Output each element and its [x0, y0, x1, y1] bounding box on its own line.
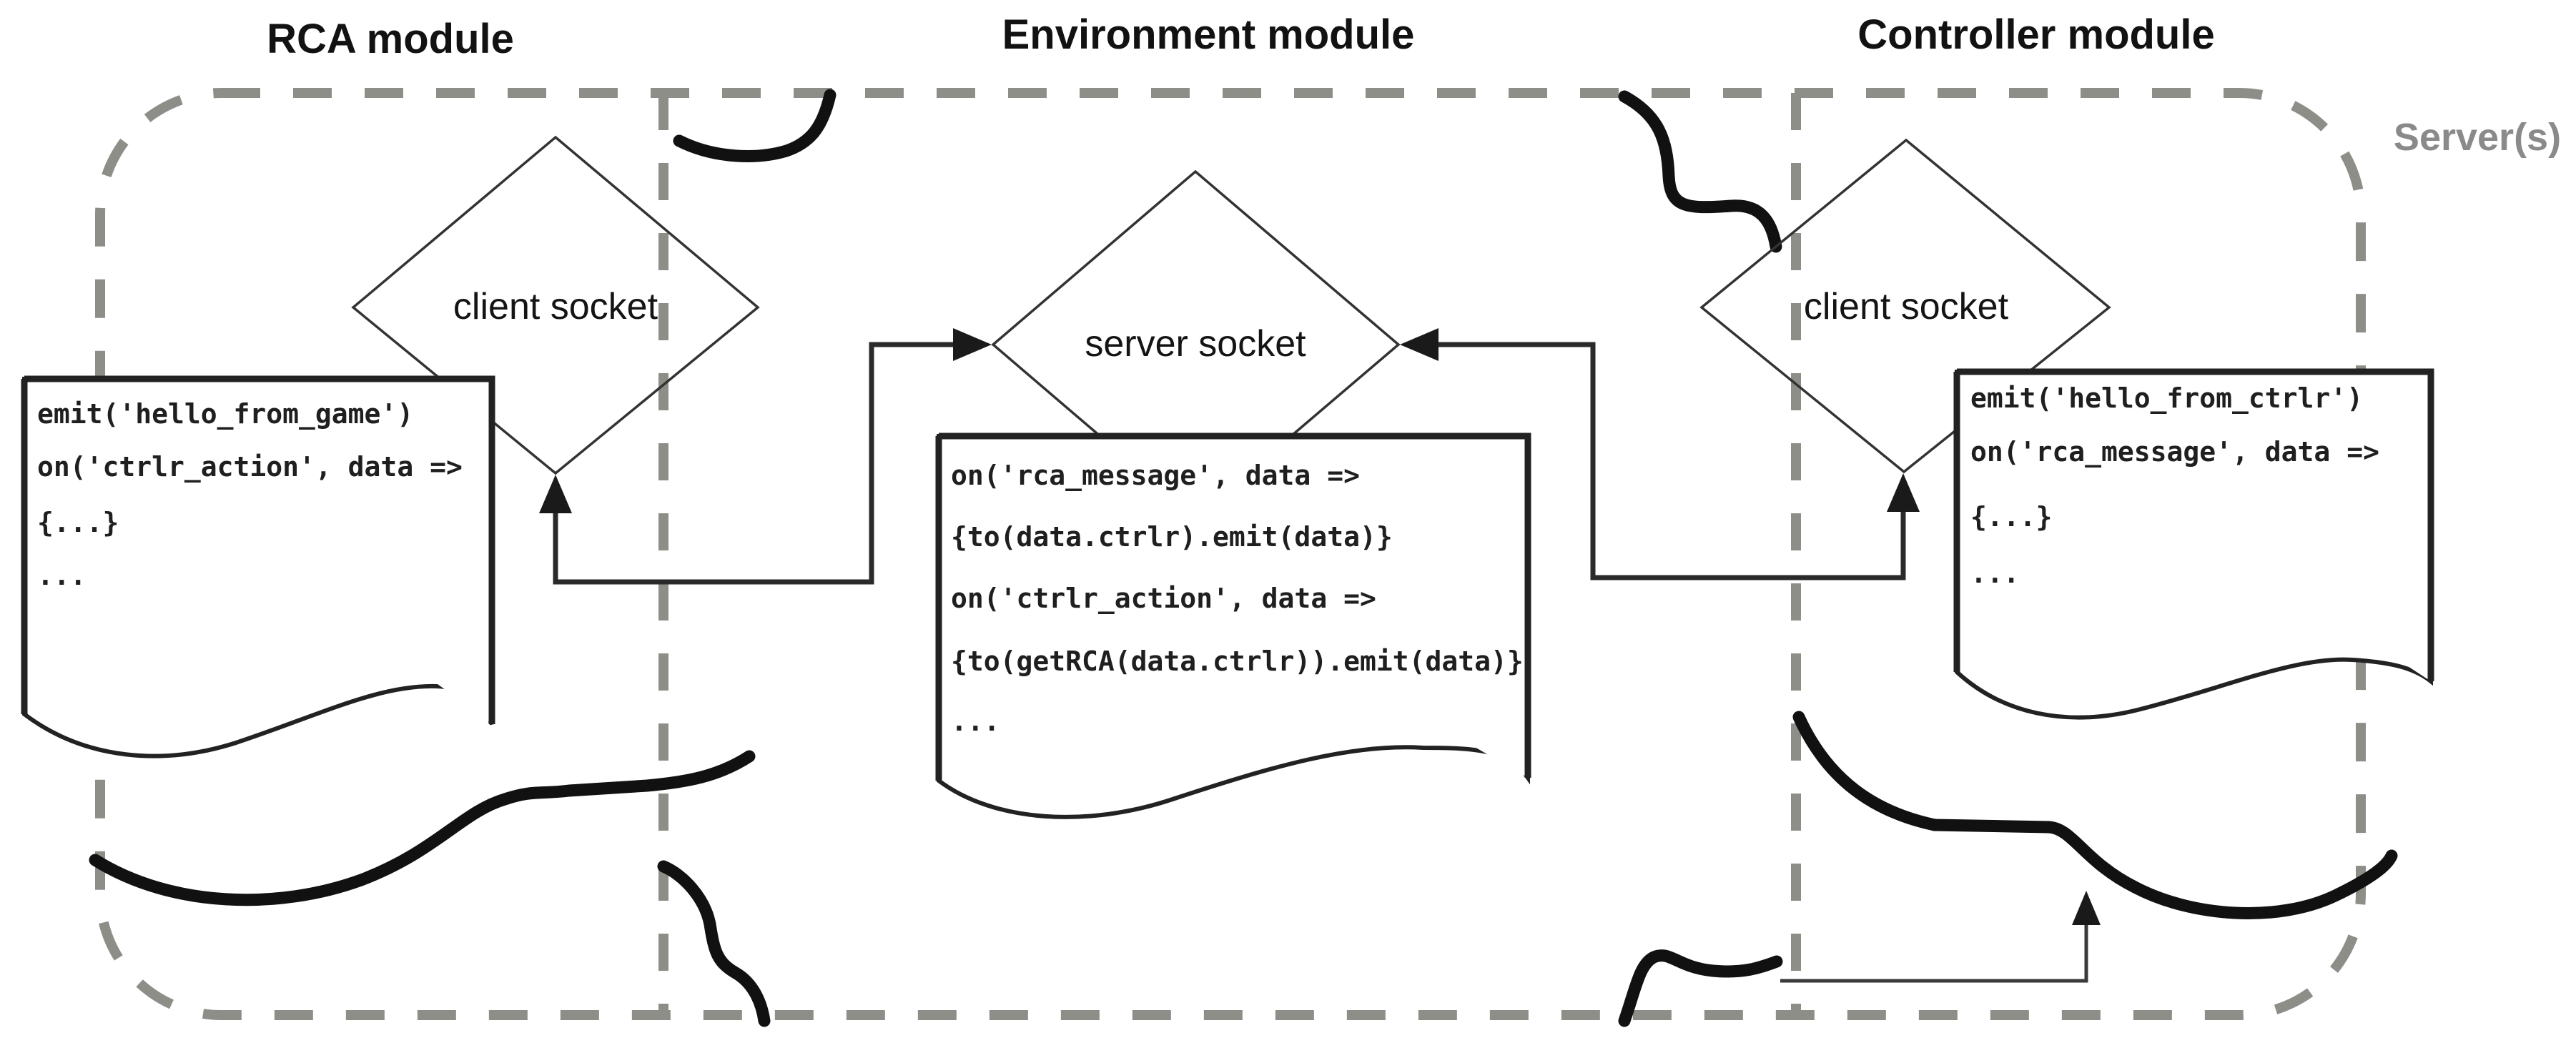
servers-label: Server(s) — [2394, 116, 2561, 159]
code-line: {to(data.ctrlr).emit(data)} — [951, 521, 1393, 553]
arrowhead-up-ctrlr-client — [1887, 473, 1920, 512]
server-boundary-group — [95, 88, 2366, 1020]
arrowhead-left-server-socket — [1400, 328, 1438, 361]
client-socket-diamond-ctrlr — [1699, 138, 2111, 474]
code-line: on('ctrlr_action', data => — [37, 451, 463, 483]
client-socket-label-rca: client socket — [453, 286, 658, 327]
connectors-group — [539, 328, 2101, 983]
arrow-ctrlr-client-to-server-socket — [1433, 342, 1906, 580]
squiggle-divider-to-bottom-border — [657, 860, 771, 1027]
code-line: ... — [1970, 558, 2020, 589]
code-line: ... — [37, 560, 87, 591]
squiggle-bottom-controller — [1792, 711, 2398, 919]
squiggles-group — [89, 89, 2398, 1027]
code-docs-group: emit('hello_from_game') on('ctrlr_action… — [21, 368, 2434, 819]
code-doc-rca-border — [21, 375, 495, 724]
code-doc-environment-border — [935, 432, 1531, 781]
server-socket-label: server socket — [1085, 323, 1306, 365]
environment-module-title: Environment module — [1002, 11, 1415, 58]
titles-group: RCA module Environment module Controller… — [267, 11, 2561, 159]
code-line: {...} — [37, 507, 119, 538]
code-line: {...} — [1970, 501, 2052, 533]
server-boundary-rect — [95, 88, 2366, 1020]
squiggle-top-right-divider — [1618, 90, 1782, 253]
arrow-rca-client-to-server-socket — [553, 342, 958, 585]
code-line: {to(getRCA(data.ctrlr)).emit(data)} — [951, 646, 1524, 677]
code-line: emit('hello_from_game') — [37, 398, 413, 430]
arrowhead-right-server-socket — [953, 328, 992, 361]
squiggle-top-left-divider — [673, 89, 837, 162]
arrow-bottom-controller — [1780, 921, 2088, 983]
arrowhead-up-bottom-controller — [2072, 891, 2101, 925]
controller-module-title: Controller module — [1857, 11, 2214, 58]
squiggle-bottom-border-left-of-divider — [1618, 949, 1783, 1027]
code-line: on('ctrlr_action', data => — [951, 583, 1376, 614]
rca-module-title: RCA module — [267, 16, 514, 62]
squiggle-bottom-rca — [89, 750, 756, 906]
client-socket-label-ctrlr: client socket — [1804, 286, 2009, 327]
code-line: emit('hello_from_ctrlr') — [1970, 382, 2363, 414]
code-line: on('rca_message', data => — [951, 460, 1360, 491]
code-line: ... — [951, 706, 1000, 737]
client-socket-diamond-rca — [351, 135, 760, 475]
arrowhead-up-rca-client — [539, 475, 572, 513]
code-doc-controller-border — [1953, 368, 2434, 681]
socket-labels-group: client socket server socket client socke… — [453, 286, 2009, 365]
code-line: on('rca_message', data => — [1970, 436, 2379, 468]
